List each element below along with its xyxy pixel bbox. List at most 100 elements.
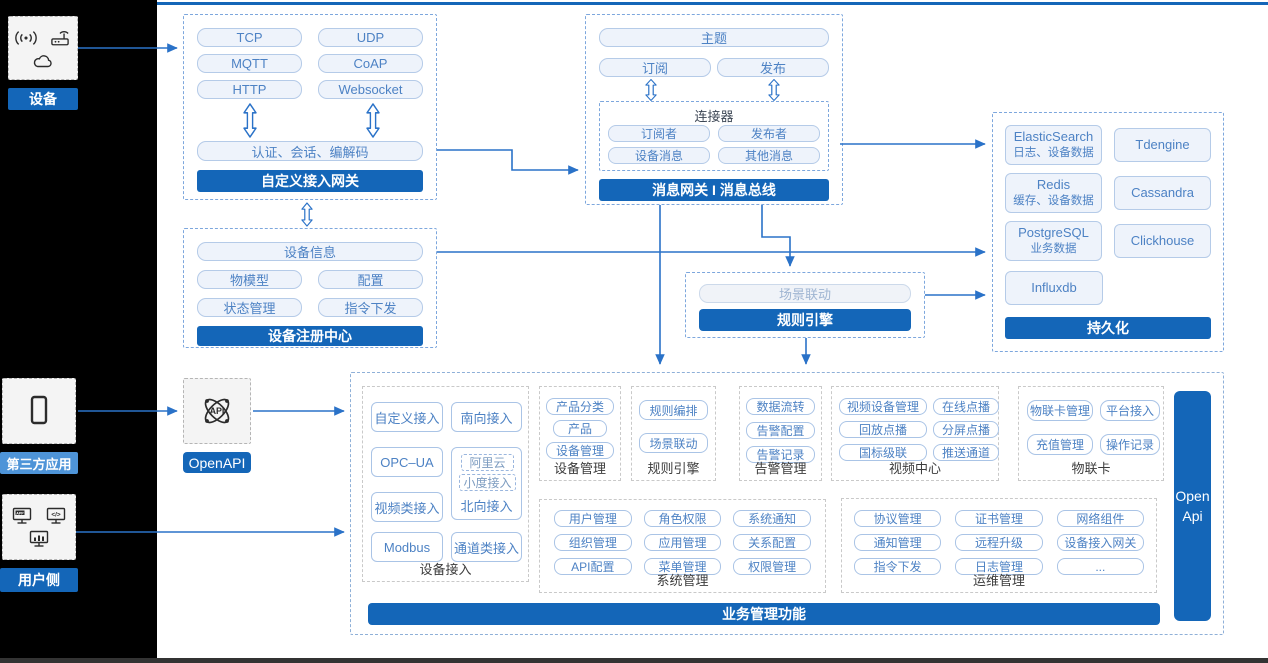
auth-session-codec-bar: 认证、会话、编解码 bbox=[197, 141, 423, 161]
svg-text:</>: </> bbox=[51, 511, 61, 518]
recharge-mgmt-item: 充值管理 bbox=[1027, 434, 1093, 455]
ops-mgmt-column: 协议管理 证书管理 网络组件 通知管理 远程升级 设备接入网关 指令下发 日志管… bbox=[841, 498, 1157, 593]
openapi-icon-box: API bbox=[183, 378, 251, 444]
ops-mgmt-label: 运维管理 bbox=[972, 573, 1025, 588]
data-flow-item: 数据流转 bbox=[746, 398, 815, 415]
alarm-column: 数据流转 告警配置 告警记录 告警管理 bbox=[739, 386, 822, 481]
push-channel-item: 推送通道 bbox=[933, 444, 999, 461]
north-access-group: 阿里云 小度接入 北向接入 bbox=[451, 447, 522, 520]
system-mgmt-label: 系统管理 bbox=[656, 573, 709, 588]
publisher-item: 发布者 bbox=[718, 125, 820, 142]
device-label: 设备 bbox=[8, 88, 78, 110]
protocol-websocket: Websocket bbox=[318, 80, 423, 99]
xiaodu-access-item: 小度接入 bbox=[459, 474, 516, 491]
api-atom-icon: API bbox=[204, 398, 230, 424]
org-mgmt-item: 组织管理 bbox=[554, 534, 632, 551]
protocol-coap: CoAP bbox=[318, 54, 423, 73]
persistence-title-bar: 持久化 bbox=[1005, 317, 1211, 339]
user-side-icon-box: APP </> bbox=[2, 494, 76, 560]
online-play-item: 在线点播 bbox=[933, 398, 999, 415]
connector-title: 连接器 bbox=[694, 109, 734, 124]
redis-store: Redis 缓存、设备数据 bbox=[1005, 173, 1102, 213]
system-notice-item: 系统通知 bbox=[733, 510, 811, 527]
command-dispatch-item: 指令下发 bbox=[318, 298, 423, 317]
menu-mgmt-item: 菜单管理 bbox=[643, 558, 722, 575]
system-mgmt-column: 用户管理 角色权限 系统通知 组织管理 应用管理 关系配置 API配置 菜单管理… bbox=[539, 499, 826, 593]
influxdb-store: Influxdb bbox=[1005, 271, 1103, 305]
scene-linkage-item2: 场景联动 bbox=[639, 433, 708, 453]
status-mgmt-item: 状态管理 bbox=[197, 298, 302, 317]
tdengine-store: Tdengine bbox=[1114, 128, 1211, 162]
api-config-item: API配置 bbox=[554, 558, 632, 575]
rule-engine-label: 规则引擎 bbox=[647, 461, 700, 476]
config-item: 配置 bbox=[318, 270, 423, 289]
store-name: Redis bbox=[1036, 177, 1071, 193]
store-name: ElasticSearch bbox=[1013, 129, 1094, 145]
rule-engine-column: 规则编排 场景联动 规则引擎 bbox=[631, 386, 716, 481]
user-mgmt-item: 用户管理 bbox=[554, 510, 632, 527]
open-api-line2: Api bbox=[1182, 508, 1203, 524]
message-bus-box: 主题 订阅 发布 连接器 订阅者 发布者 设备消息 其他消息 消息网关 I 消息… bbox=[585, 14, 843, 205]
svg-text:APP: APP bbox=[16, 511, 24, 515]
elasticsearch-store: ElasticSearch 日志、设备数据 bbox=[1005, 125, 1102, 165]
diagram-canvas: TCP UDP MQTT CoAP HTTP Websocket 认证、会话、编… bbox=[157, 0, 1268, 658]
store-name: Influxdb bbox=[1031, 279, 1077, 295]
chart-screen-icon bbox=[29, 530, 49, 547]
publish-item: 发布 bbox=[717, 58, 829, 77]
app-mgmt-item: 应用管理 bbox=[643, 534, 722, 551]
operation-record-item: 操作记录 bbox=[1100, 434, 1160, 455]
thing-model-item: 物模型 bbox=[197, 270, 302, 289]
aliyun-item: 阿里云 bbox=[461, 454, 514, 471]
cloud-icon bbox=[33, 54, 52, 67]
permission-mgmt-item: 权限管理 bbox=[733, 558, 811, 575]
alarm-label: 告警管理 bbox=[754, 461, 807, 476]
command-dispatch-item2: 指令下发 bbox=[854, 558, 942, 575]
store-desc: 日志、设备数据 bbox=[1013, 146, 1094, 159]
device-mgmt-item: 设备管理 bbox=[545, 442, 614, 459]
custom-gateway-box: TCP UDP MQTT CoAP HTTP Websocket 认证、会话、编… bbox=[183, 14, 437, 200]
network-component-item: 网络组件 bbox=[1056, 510, 1144, 527]
scene-linkage-item: 场景联动 bbox=[699, 284, 911, 303]
third-party-icon-box bbox=[2, 378, 76, 444]
other-message-item: 其他消息 bbox=[718, 147, 820, 164]
message-bus-title-bar: 消息网关 I 消息总线 bbox=[599, 179, 829, 201]
product-item: 产品 bbox=[552, 420, 607, 437]
alarm-config-item: 告警配置 bbox=[746, 422, 815, 439]
user-side-label: 用户侧 bbox=[0, 568, 78, 592]
video-center-column: 视频设备管理 在线点播 回放点播 分屏点播 国标级联 推送通道 视频中心 bbox=[831, 386, 999, 481]
device-mgmt-column: 产品分类 产品 设备管理 设备管理 bbox=[539, 386, 621, 481]
code-screen-icon: </> bbox=[46, 507, 66, 524]
store-desc: 缓存、设备数据 bbox=[1013, 194, 1094, 207]
business-box: 自定义接入 南向接入 OPC–UA 阿里云 小度接入 北向接入 Modbus 视… bbox=[350, 372, 1224, 635]
notice-mgmt-item: 通知管理 bbox=[854, 534, 942, 551]
custom-gateway-title-bar: 自定义接入网关 bbox=[197, 170, 423, 192]
role-permission-item: 角色权限 bbox=[643, 510, 722, 527]
open-api-line1: Open bbox=[1175, 487, 1210, 504]
north-access-label: 北向接入 bbox=[460, 499, 513, 514]
device-info-item: 设备信息 bbox=[197, 242, 423, 261]
rule-engine-box: 场景联动 规则引擎 bbox=[685, 272, 925, 338]
subscribe-item: 订阅 bbox=[599, 58, 711, 77]
store-desc: 业务数据 bbox=[1030, 242, 1077, 255]
device-access-column: 自定义接入 南向接入 OPC–UA 阿里云 小度接入 北向接入 Modbus 视… bbox=[362, 386, 529, 582]
video-device-mgmt-item: 视频设备管理 bbox=[839, 398, 927, 415]
subscriber-item: 订阅者 bbox=[608, 125, 710, 142]
opc-ua-item: OPC–UA bbox=[371, 447, 443, 477]
router-icon bbox=[51, 30, 69, 45]
bottom-strip bbox=[0, 658, 1268, 663]
cert-mgmt-item: 证书管理 bbox=[955, 510, 1043, 527]
protocol-mqtt: MQTT bbox=[197, 54, 302, 73]
app-screen-icon: APP bbox=[12, 507, 32, 524]
more-item: ... bbox=[1056, 558, 1144, 575]
device-message-item: 设备消息 bbox=[608, 147, 710, 164]
gb-cascade-item: 国标级联 bbox=[839, 444, 927, 461]
log-mgmt-item: 日志管理 bbox=[955, 558, 1043, 575]
store-name: Tdengine bbox=[1135, 136, 1190, 152]
platform-access-item: 平台接入 bbox=[1100, 400, 1160, 421]
connector-box: 连接器 订阅者 发布者 设备消息 其他消息 bbox=[599, 101, 829, 171]
iot-card-column: 物联卡管理 平台接入 充值管理 操作记录 物联卡 bbox=[1018, 386, 1164, 481]
persistence-box: ElasticSearch 日志、设备数据 Tdengine Redis 缓存、… bbox=[992, 112, 1224, 352]
south-access-item: 南向接入 bbox=[451, 402, 522, 432]
clickhouse-store: Clickhouse bbox=[1114, 224, 1211, 258]
iot-card-label: 物联卡 bbox=[1071, 461, 1111, 476]
